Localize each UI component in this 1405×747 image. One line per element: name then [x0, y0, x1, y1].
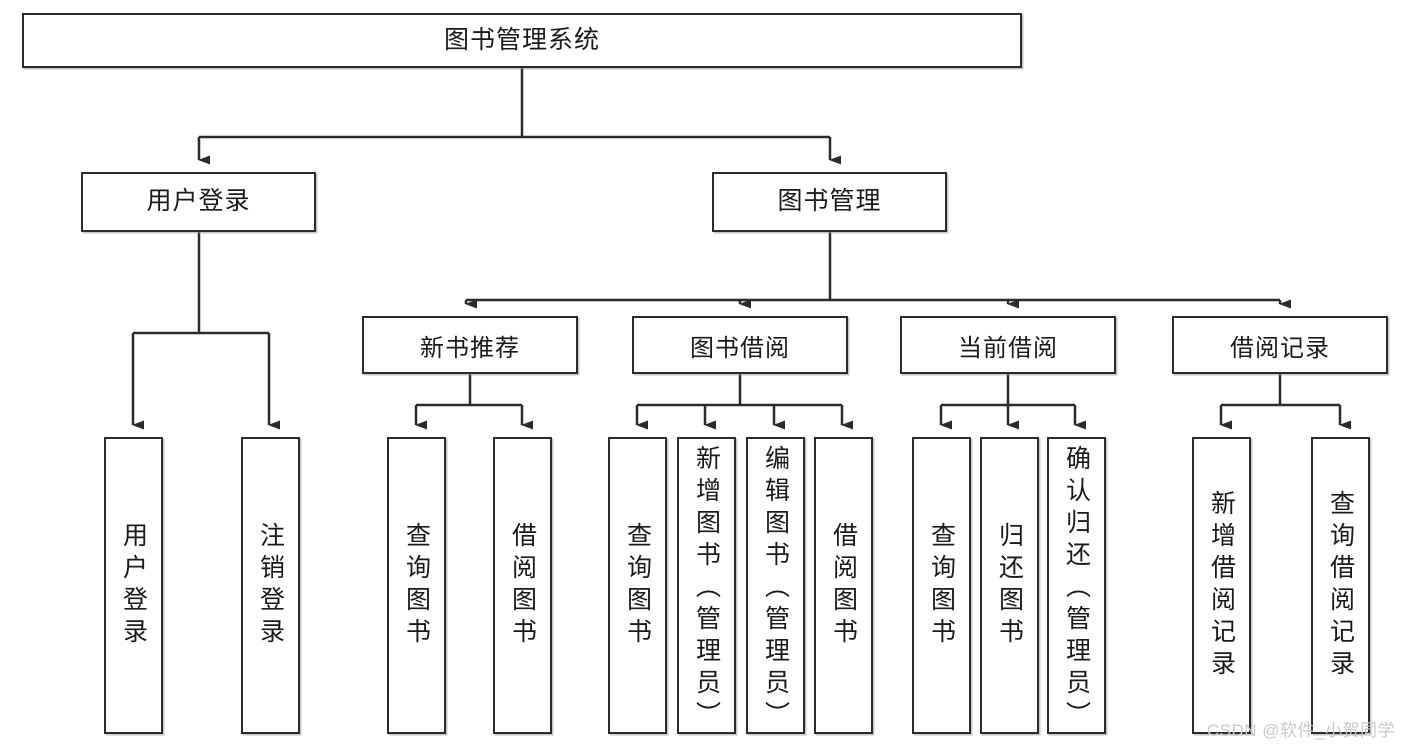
node-label: 图书借阅 [690, 334, 790, 362]
node-label: 新增图书（管理员） [692, 445, 721, 733]
leaf-book-borrow-borrow[interactable]: 借阅图书 [814, 437, 873, 734]
node-label: 图书管理系统 [443, 25, 600, 54]
node-label: 归还图书 [995, 521, 1024, 650]
leaf-user-login-login[interactable]: 用户登录 [104, 437, 163, 734]
node-book-borrow[interactable]: 图书借阅 [632, 316, 848, 374]
node-label: 注销登录 [256, 521, 285, 650]
node-current-borrow[interactable]: 当前借阅 [900, 316, 1116, 374]
leaf-current-borrow-confirm-admin[interactable]: 确认归还（管理员） [1047, 437, 1106, 734]
node-book-management[interactable]: 图书管理 [712, 172, 947, 232]
leaf-new-book-query[interactable]: 查询图书 [387, 437, 446, 734]
node-label: 借阅记录 [1230, 334, 1330, 362]
leaf-current-borrow-query[interactable]: 查询图书 [912, 437, 971, 734]
leaf-borrow-record-query[interactable]: 查询借阅记录 [1311, 437, 1370, 734]
node-label: 查询借阅记录 [1326, 489, 1355, 682]
leaf-book-borrow-add-admin[interactable]: 新增图书（管理员） [677, 437, 736, 734]
node-label: 用户登录 [119, 521, 148, 650]
node-label: 编辑图书（管理员） [761, 445, 790, 733]
node-new-book-recommend[interactable]: 新书推荐 [362, 316, 578, 374]
node-root-book-management-system[interactable]: 图书管理系统 [22, 13, 1022, 68]
node-label: 查询图书 [623, 521, 652, 650]
node-user-login[interactable]: 用户登录 [81, 172, 316, 232]
node-label: 用户登录 [146, 187, 251, 216]
leaf-current-borrow-return[interactable]: 归还图书 [980, 437, 1039, 734]
leaf-user-login-logout[interactable]: 注销登录 [241, 437, 300, 734]
node-label: 新增借阅记录 [1207, 489, 1236, 682]
csdn-watermark: CSDN @软件_小贺同学 [1206, 721, 1395, 740]
node-label: 查询图书 [927, 521, 956, 650]
node-label: 借阅图书 [508, 521, 537, 650]
node-label: 新书推荐 [420, 334, 520, 362]
node-borrow-record[interactable]: 借阅记录 [1172, 316, 1388, 374]
leaf-borrow-record-add[interactable]: 新增借阅记录 [1192, 437, 1251, 734]
leaf-new-book-borrow[interactable]: 借阅图书 [493, 437, 552, 734]
node-label: 确认归还（管理员） [1062, 445, 1091, 733]
node-label: 图书管理 [777, 187, 882, 216]
node-label: 当前借阅 [958, 334, 1058, 362]
node-label: 查询图书 [402, 521, 431, 650]
leaf-book-borrow-query[interactable]: 查询图书 [608, 437, 667, 734]
node-label: 借阅图书 [829, 521, 858, 650]
leaf-book-borrow-edit-admin[interactable]: 编辑图书（管理员） [746, 437, 805, 734]
